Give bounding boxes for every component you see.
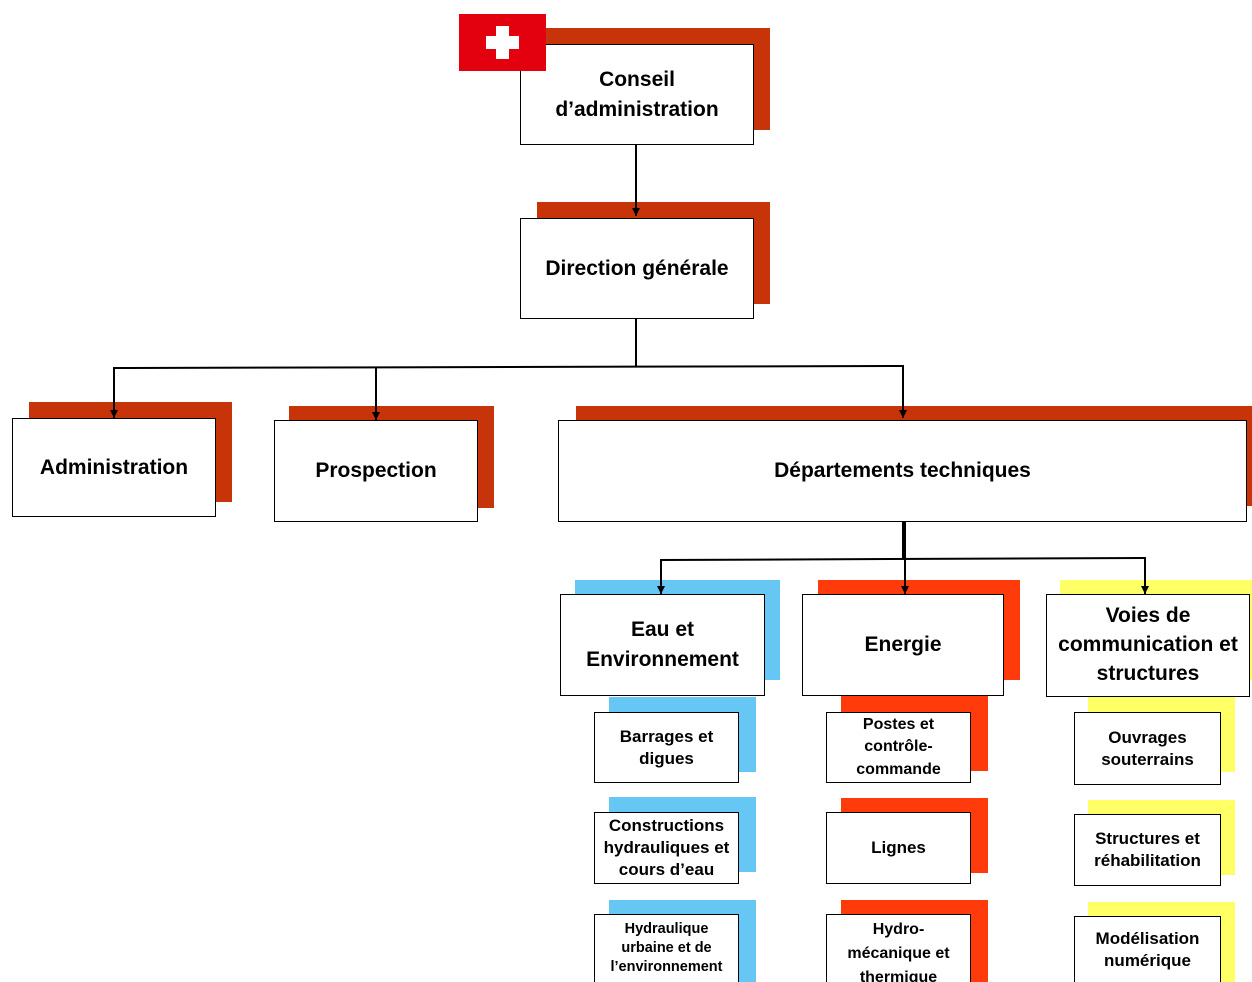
eau-box: Eau et Environnement (560, 594, 765, 696)
administration-box: Administration (12, 418, 216, 517)
direction-label: Direction générale (545, 256, 729, 280)
voies-label: Voies de communication et structures (1058, 604, 1238, 685)
voies-sub-box: Structures et réhabilitation (1074, 814, 1221, 886)
eau-sub-box: Barrages et digues (594, 712, 739, 783)
energie-sub-label: Lignes (871, 838, 926, 858)
voies-sub-box: Modélisation numérique (1074, 916, 1221, 982)
energie-sub-box: Lignes (826, 812, 971, 884)
prospection-box: Prospection (274, 420, 478, 522)
energie-sub-box: Hydro-mécanique et thermique (826, 914, 971, 982)
departements-label: Départements techniques (774, 459, 1031, 483)
administration-label: Administration (39, 455, 189, 479)
eau-label: Eau et Environnement (586, 618, 739, 671)
energie-sub-label: Postes et contrôle-commande (856, 715, 941, 778)
direction-box: Direction générale (520, 218, 754, 319)
eau-sub-label: Hydraulique urbaine et de l’environnemen… (610, 921, 723, 975)
energie-label: Energie (864, 633, 942, 657)
energie-sub-box: Postes et contrôle-commande (826, 712, 971, 783)
eau-sub-label: Barrages et digues (619, 726, 714, 768)
energie-sub-label: Hydro-mécanique et thermique (847, 921, 950, 982)
voies-sub-label: Modélisation numérique (1095, 928, 1200, 970)
conseil-label: Conseil d’administration (555, 68, 719, 121)
departements-box: Départements techniques (558, 420, 1247, 522)
eau-sub-box: Constructions hydrauliques et cours d’ea… (594, 812, 739, 884)
voies-box: Voies de communication et structures (1046, 594, 1250, 697)
eau-sub-label: Constructions hydrauliques et cours d’ea… (603, 816, 730, 879)
energie-box: Energie (802, 594, 1004, 696)
voies-sub-label: Structures et réhabilitation (1094, 829, 1201, 870)
prospection-label: Prospection (315, 459, 437, 483)
voies-sub-box: Ouvrages souterrains (1074, 712, 1221, 785)
swiss-flag-icon (459, 14, 546, 71)
eau-sub-box: Hydraulique urbaine et de l’environnemen… (594, 914, 739, 982)
conseil-box: Conseil d’administration (520, 44, 754, 145)
voies-sub-label: Ouvrages souterrains (1101, 727, 1194, 769)
